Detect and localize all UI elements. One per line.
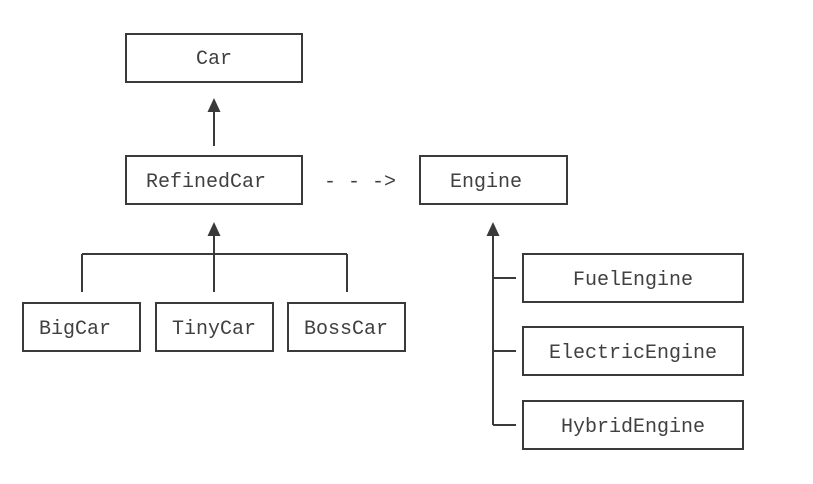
node-car: Car (125, 33, 303, 83)
node-electric-engine-label: ElectricEngine (549, 342, 717, 365)
node-engine: Engine (419, 155, 568, 205)
node-hybrid-engine: HybridEngine (522, 400, 744, 450)
node-tiny-car: TinyCar (155, 302, 274, 352)
node-engine-label: Engine (450, 171, 522, 194)
node-refined-car-label: RefinedCar (146, 171, 266, 194)
node-refined-car-box (125, 155, 303, 205)
node-refined-car: RefinedCar (125, 155, 303, 205)
node-boss-car-box (287, 302, 406, 352)
node-car-label: Car (196, 48, 232, 71)
node-fuel-engine-box (522, 253, 744, 303)
dependency-arrow: - - -> (324, 171, 396, 194)
node-tiny-car-box (155, 302, 274, 352)
node-car-box (125, 33, 303, 83)
node-big-car: BigCar (22, 302, 141, 352)
node-boss-car-label: BossCar (304, 318, 388, 341)
inheritance-arrowhead-engine (486, 222, 500, 236)
node-hybrid-engine-box (522, 400, 744, 450)
edge-cars-to-refinedcar (81, 222, 348, 292)
inheritance-arrowhead-refinedcar (207, 222, 221, 236)
node-big-car-label: BigCar (39, 318, 111, 341)
node-hybrid-engine-label: HybridEngine (561, 416, 705, 439)
node-electric-engine-box (522, 326, 744, 376)
edge-refinedcar-to-car (207, 98, 221, 146)
node-electric-engine: ElectricEngine (522, 326, 744, 376)
inheritance-arrowhead-car (207, 98, 221, 112)
edge-engines-to-engine (486, 222, 516, 426)
node-engine-box (419, 155, 568, 205)
node-tiny-car-label: TinyCar (172, 318, 256, 341)
node-fuel-engine: FuelEngine (522, 253, 744, 303)
node-boss-car: BossCar (287, 302, 406, 352)
node-fuel-engine-label: FuelEngine (573, 269, 693, 292)
node-big-car-box (22, 302, 141, 352)
